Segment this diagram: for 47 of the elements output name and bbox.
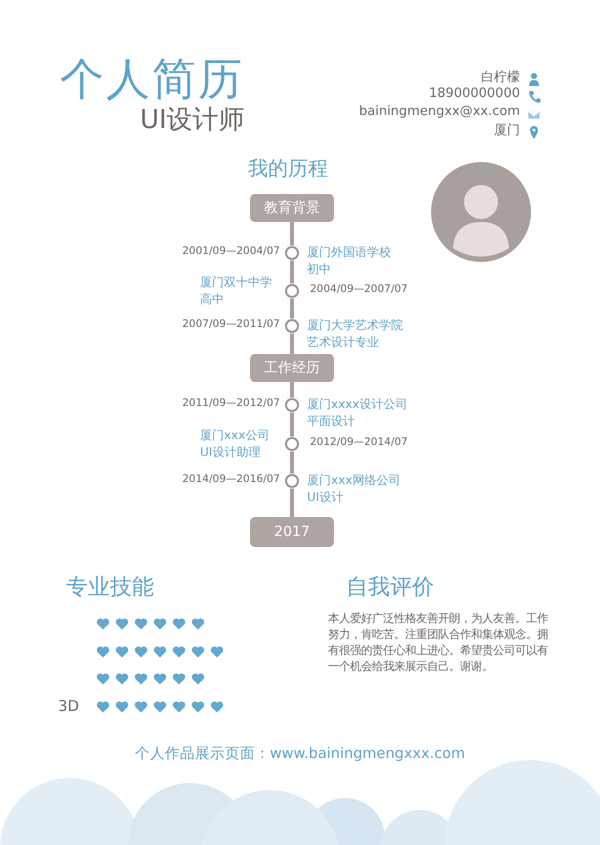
timeline-dot	[284, 246, 298, 260]
resume-title: 个人简历	[60, 53, 244, 106]
date-text: 2007/09—2011/07	[182, 318, 280, 330]
entry-text: 厦门xxx公司	[200, 427, 270, 444]
entry-text: 厦门大学艺术学院	[307, 317, 403, 334]
entry-text: 艺术设计专业	[307, 334, 379, 351]
entry-text: 厦门xxx网络公司	[307, 472, 400, 489]
job-title: UI设计师	[140, 104, 245, 137]
section-box: 工作经历	[250, 354, 334, 382]
entry-text: 高中	[200, 291, 224, 308]
entry-text: 厦门xxxx设计公司	[307, 396, 408, 413]
timeline-dot	[284, 318, 298, 332]
entry-text: 平面设计	[307, 413, 355, 430]
timeline-line	[290, 382, 294, 398]
timeline-line	[290, 452, 294, 474]
phone-text: 18900000000	[429, 86, 520, 101]
timeline-line	[290, 222, 294, 246]
timeline-dot	[284, 474, 298, 488]
timeline-line	[290, 260, 294, 284]
timeline-line	[290, 412, 294, 436]
section-heading: 我的历程	[248, 155, 328, 182]
date-text: 2014/09—2016/07	[182, 473, 280, 485]
entry-text: 厦门双十中学	[200, 274, 272, 291]
timeline-dot	[284, 398, 298, 412]
section-heading: 专业技能	[66, 574, 154, 602]
date-text: 2001/09—2004/07	[182, 245, 280, 257]
timeline-dot	[284, 284, 298, 298]
entry-text: UI设计助理	[200, 444, 260, 461]
city-text: 厦门	[494, 122, 520, 139]
date-text: 2011/09—2012/07	[182, 397, 280, 409]
entry-text: UI设计	[307, 489, 344, 506]
section-heading: 自我评价	[346, 574, 434, 602]
skill-label: 3D	[58, 697, 80, 715]
name-text: 白柠檬	[481, 69, 520, 86]
timeline-line	[290, 488, 294, 517]
date-text: 2004/09—2007/07	[310, 283, 408, 295]
date-text: 2012/09—2014/07	[310, 436, 408, 448]
entry-text: 厦门外国语学校	[307, 244, 391, 261]
self-evaluation-text: 本人爱好广泛性格友善开朗，为人友善。工作努力，肯吃苦。注重团队合作和集体观念。拥有很强的责任心和上进心。希望贵公司可以有一个机会给我来展示自己。谢谢。	[328, 611, 550, 675]
section-box: 教育背景	[250, 194, 334, 222]
portfolio-link: 个人作品展示页面：www.bainingmengxxx.com	[134, 745, 466, 763]
timeline-dot	[284, 436, 298, 450]
section-box: 2017	[250, 517, 334, 547]
email-text: bainingmengxx@xx.com	[359, 104, 520, 119]
timeline-line	[290, 298, 294, 318]
entry-text: 初中	[307, 261, 331, 278]
timeline-line	[290, 334, 294, 354]
